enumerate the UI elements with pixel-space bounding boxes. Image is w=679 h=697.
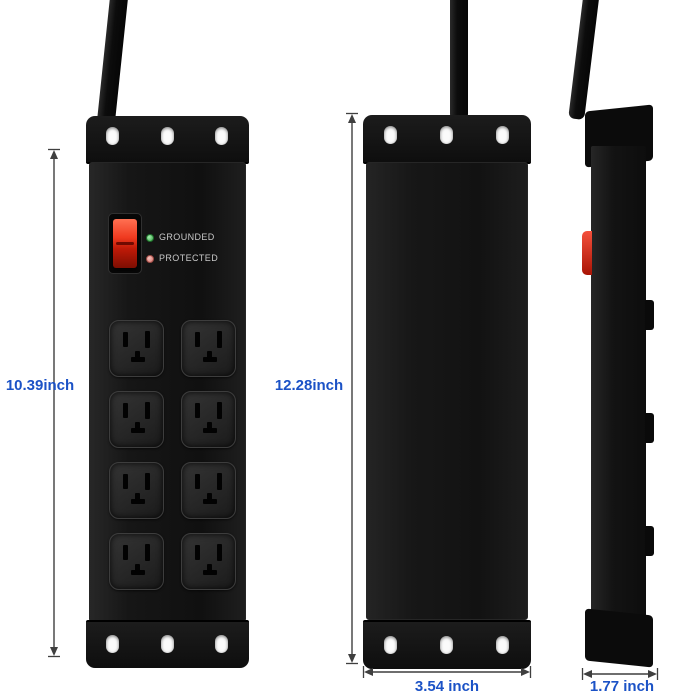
bottom-mounting-flange-back xyxy=(363,620,531,669)
side-body-profile xyxy=(591,146,646,644)
ground-slot xyxy=(131,493,145,504)
height-dimension-label-front: 10.39inch xyxy=(5,377,75,394)
ground-slot xyxy=(131,351,145,362)
mounting-hole xyxy=(440,636,453,654)
top-mounting-flange-back xyxy=(363,115,531,164)
mounting-hole xyxy=(106,635,119,653)
power-cord-back xyxy=(450,0,468,120)
mounting-hole xyxy=(161,127,174,145)
rear-mount-tab xyxy=(645,526,654,556)
outlet xyxy=(109,320,164,377)
outlet xyxy=(109,533,164,590)
ground-slot xyxy=(203,351,217,362)
outlet xyxy=(109,391,164,448)
protected-led xyxy=(146,255,154,263)
protected-label: PROTECTED xyxy=(159,253,219,263)
outlet xyxy=(181,391,236,448)
switch-ridge xyxy=(116,242,134,245)
outlet xyxy=(109,462,164,519)
rear-mount-tab xyxy=(645,300,654,330)
ground-slot xyxy=(203,422,217,433)
power-cord-side xyxy=(568,0,600,121)
grounded-led xyxy=(146,234,154,242)
mounting-hole xyxy=(384,636,397,654)
ground-slot xyxy=(203,493,217,504)
mounting-hole xyxy=(161,635,174,653)
ground-slot xyxy=(131,564,145,575)
side-bottom-flange-edge xyxy=(585,608,653,668)
mounting-hole xyxy=(440,126,453,144)
height-dimension-arrow-back xyxy=(346,112,358,665)
height-dimension-arrow-front xyxy=(48,148,60,658)
outlet xyxy=(181,320,236,377)
width-dimension-label-back: 3.54 inch xyxy=(414,678,480,695)
depth-dimension-label-side: 1.77 inch xyxy=(589,678,655,695)
mounting-hole xyxy=(215,127,228,145)
outlet xyxy=(181,533,236,590)
switch-rocker xyxy=(113,219,137,268)
power-strip-body-back xyxy=(366,162,528,620)
power-switch-side-profile xyxy=(582,231,592,275)
depth-dimension-arrow-side xyxy=(581,668,659,680)
power-switch xyxy=(108,213,142,274)
mounting-hole xyxy=(215,635,228,653)
mounting-hole xyxy=(496,636,509,654)
mounting-hole xyxy=(496,126,509,144)
ground-slot xyxy=(203,564,217,575)
rear-mount-tab xyxy=(645,413,654,443)
width-dimension-arrow-back xyxy=(362,666,532,678)
ground-slot xyxy=(131,422,145,433)
bottom-mounting-flange-front xyxy=(86,620,249,668)
outlet xyxy=(181,462,236,519)
mounting-hole xyxy=(106,127,119,145)
grounded-label: GROUNDED xyxy=(159,232,215,242)
mounting-hole xyxy=(384,126,397,144)
height-dimension-label-back: 12.28inch xyxy=(274,377,344,394)
